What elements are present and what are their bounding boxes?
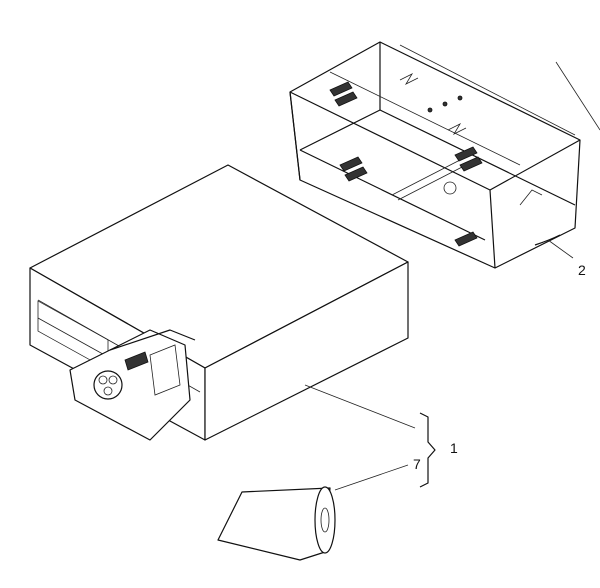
callout-label-2: 2 xyxy=(578,262,586,278)
connector xyxy=(555,61,600,131)
callout-label-7: 7 xyxy=(413,456,421,472)
bracket-group-1 xyxy=(419,412,436,488)
unit-housing xyxy=(29,164,409,441)
callout-label-1: 1 xyxy=(450,440,458,456)
mounting-cradle xyxy=(289,41,581,269)
callout-leaders xyxy=(304,239,574,491)
paper-roll xyxy=(217,486,336,561)
